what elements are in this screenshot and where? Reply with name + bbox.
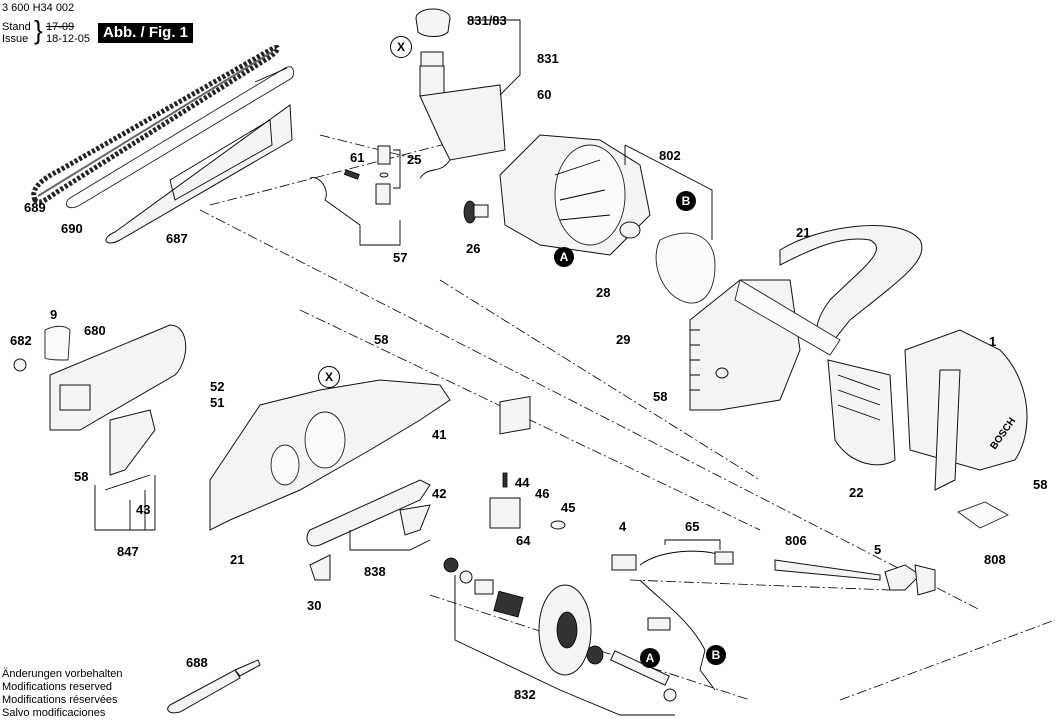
- bumper-spike[interactable]: [109, 409, 156, 476]
- gear-assembly-832[interactable]: [443, 557, 677, 702]
- leader-57: [359, 220, 401, 246]
- part-label-46[interactable]: 46: [535, 486, 550, 501]
- drive-sprocket-26[interactable]: [463, 200, 489, 224]
- leader-65: [664, 539, 721, 550]
- brake-lever-838[interactable]: [306, 479, 431, 581]
- part-label-51[interactable]: 51: [210, 395, 225, 410]
- power-cord-5[interactable]: [774, 559, 936, 596]
- part-label-42[interactable]: 42: [432, 486, 447, 501]
- oil-tank-831[interactable]: [415, 8, 506, 161]
- brace-glyph: }: [34, 15, 43, 45]
- leader-838: [349, 530, 431, 551]
- part-label-806[interactable]: 806: [785, 533, 807, 548]
- front-cover-22[interactable]: [827, 359, 896, 466]
- part-label-682[interactable]: 682: [10, 333, 32, 348]
- part-label-52[interactable]: 52: [210, 379, 225, 394]
- part-label-687[interactable]: 687: [166, 231, 188, 246]
- issue-date: 18-12-05: [46, 33, 91, 45]
- wiring-harness-65[interactable]: [639, 550, 734, 691]
- motor-gasket[interactable]: [655, 232, 716, 304]
- part-label-29[interactable]: 29: [616, 332, 631, 347]
- part-label-680[interactable]: 680: [84, 323, 106, 338]
- part-label-688[interactable]: 688: [186, 655, 208, 670]
- part-label-1[interactable]: 1: [989, 334, 997, 349]
- notice-de: Änderungen vorbehalten: [2, 668, 123, 680]
- part-label-58-right[interactable]: 58: [1033, 477, 1048, 492]
- part-label-689[interactable]: 689: [24, 200, 46, 215]
- notice-en: Modifications reserved: [2, 681, 113, 693]
- part-label-65[interactable]: 65: [685, 519, 700, 534]
- part-label-28[interactable]: 28: [596, 285, 611, 300]
- notice-es: Salvo modificaciones: [2, 707, 106, 719]
- callout-a-wiring[interactable]: A: [640, 648, 660, 668]
- guide-bar-690[interactable]: [66, 66, 295, 209]
- part-label-808[interactable]: 808: [984, 552, 1006, 567]
- leader-802: [624, 144, 713, 240]
- part-label-61[interactable]: 61: [350, 150, 365, 165]
- part-label-831-83[interactable]: 831/83: [467, 13, 507, 28]
- part-label-43[interactable]: 43: [136, 502, 151, 517]
- part-label-26[interactable]: 26: [466, 241, 481, 256]
- part-label-30[interactable]: 30: [307, 598, 322, 613]
- old-date: 17-09: [46, 21, 75, 33]
- leader-25: [393, 149, 401, 189]
- saw-chain-689[interactable]: [31, 44, 281, 205]
- part-label-4[interactable]: 4: [619, 519, 627, 534]
- part-label-847[interactable]: 847: [117, 544, 139, 559]
- part-label-690[interactable]: 690: [61, 221, 83, 236]
- rear-handle-housing-21[interactable]: [689, 225, 923, 411]
- oil-pump-assembly[interactable]: [309, 145, 451, 226]
- bar-cover-687[interactable]: [105, 104, 293, 244]
- part-label-58-housing[interactable]: 58: [374, 332, 389, 347]
- stand-issue-labels: Stand Issue: [2, 21, 31, 45]
- part-label-60[interactable]: 60: [537, 87, 552, 102]
- assembly-line-bottom: [429, 594, 1055, 701]
- part-label-44[interactable]: 44: [515, 475, 530, 490]
- part-label-21-bottom[interactable]: 21: [230, 552, 245, 567]
- leader-832: [454, 575, 675, 716]
- issue-dates: 17-09 18-12-05: [46, 21, 90, 45]
- chain-guard-680[interactable]: [13, 324, 187, 431]
- part-label-25[interactable]: 25: [407, 152, 422, 167]
- notice-fr: Modifications réservées: [2, 694, 118, 706]
- part-label-58-mid[interactable]: 58: [653, 389, 668, 404]
- tool-688[interactable]: [167, 659, 261, 714]
- switch-4[interactable]: [611, 554, 637, 571]
- part-label-831[interactable]: 831: [537, 51, 559, 66]
- part-label-832[interactable]: 832: [514, 687, 536, 702]
- part-label-21-top[interactable]: 21: [796, 225, 811, 240]
- callout-b-wiring[interactable]: B: [706, 645, 726, 665]
- part-label-45[interactable]: 45: [561, 500, 576, 515]
- callout-b-motor[interactable]: B: [676, 191, 696, 211]
- part-label-9[interactable]: 9: [50, 307, 58, 322]
- motor-housing-1[interactable]: BOSCH: [904, 329, 1028, 491]
- modifications-notice: Änderungen vorbehalten Modifications res…: [2, 668, 122, 720]
- document-code: 3 600 H34 002: [2, 2, 75, 14]
- leader-831: [472, 19, 521, 96]
- label-808[interactable]: [957, 501, 1009, 529]
- figure-badge: Abb. / Fig. 1: [98, 23, 193, 43]
- part-label-41[interactable]: 41: [432, 427, 447, 442]
- part-label-57[interactable]: 57: [393, 250, 408, 265]
- leader-847: [94, 475, 156, 531]
- part-label-58-left[interactable]: 58: [74, 469, 89, 484]
- stand-label: Stand: [2, 21, 31, 33]
- part-label-838[interactable]: 838: [364, 564, 386, 579]
- part-label-22[interactable]: 22: [849, 485, 864, 500]
- callout-a-motor[interactable]: A: [554, 247, 574, 267]
- callout-x-top[interactable]: X: [390, 36, 412, 58]
- brake-assembly-64[interactable]: [489, 395, 566, 530]
- motor-802[interactable]: [499, 134, 651, 256]
- assembly-line-bar: [199, 134, 981, 611]
- part-label-64[interactable]: 64: [516, 533, 531, 548]
- main-housing-21[interactable]: [209, 379, 451, 531]
- part-label-802[interactable]: 802: [659, 148, 681, 163]
- issue-label: Issue: [2, 33, 29, 45]
- callout-x-housing[interactable]: X: [318, 366, 340, 388]
- part-label-5[interactable]: 5: [874, 542, 882, 557]
